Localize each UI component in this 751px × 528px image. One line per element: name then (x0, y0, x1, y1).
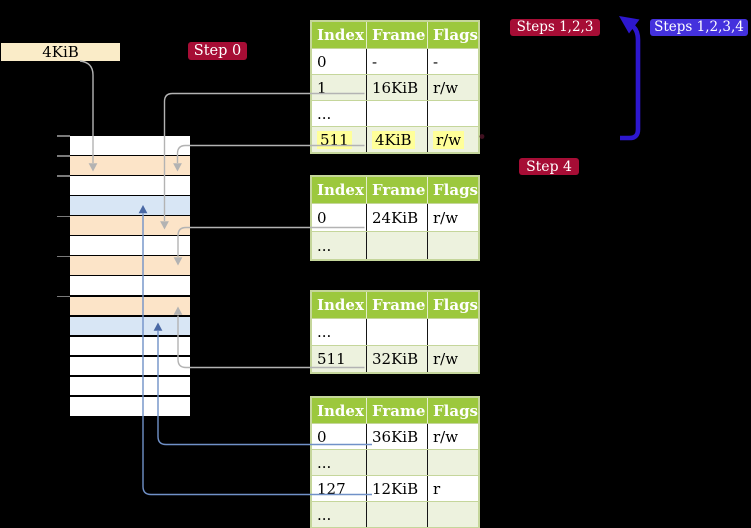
table-4-row-ellipsis: ... (312, 449, 478, 475)
index-cell: ... (317, 104, 332, 123)
pointer-dot-table1-entry511 (479, 134, 485, 139)
index-cell: 0 (317, 427, 327, 446)
index-cell: ... (317, 505, 332, 524)
memory-frame-row-11-white (70, 356, 190, 376)
memory-frame-row-0-white (70, 136, 190, 155)
memory-frame-row-8-peach (70, 296, 190, 316)
big-steps-arrowhead (619, 16, 640, 34)
flags-cell: r/w (427, 424, 478, 449)
table-4-row-ellipsis: ... (312, 501, 478, 527)
column-header-frame: Frame (366, 292, 427, 318)
memory-frame-row-6-peach (70, 256, 190, 275)
memory-frame-row-7-white (70, 276, 190, 296)
memory-boundary-tick (57, 215, 70, 217)
index-cell: 1 (317, 78, 327, 97)
frame-cell: 36KiB (366, 424, 427, 449)
frame-cell (366, 101, 427, 126)
table-1-row-0: 0 -- (312, 48, 478, 74)
index-cell: 0 (317, 52, 327, 71)
column-header-frame: Frame (366, 398, 427, 423)
frame-cell (366, 319, 427, 345)
step4-badge: Step 4 (519, 158, 579, 175)
memory-frame-row-4-peach (70, 216, 190, 235)
frame-cell (366, 450, 427, 475)
frame-cell: 16KiB (366, 75, 427, 100)
column-header-index: Index (317, 401, 364, 420)
memory-frame-row-5-white (70, 236, 190, 255)
memory-boundary-tick (57, 155, 70, 157)
memory-frame-row-9-blue (70, 316, 190, 336)
table-1-row-ellipsis: ... (312, 100, 478, 126)
flags-cell: r/w (427, 346, 478, 372)
flags-cell: r/w (427, 127, 478, 152)
memory-boundary-tick (57, 175, 70, 177)
flags-cell: r/w (427, 75, 478, 100)
frame-4kib-label: 4KiB (1, 43, 120, 61)
flags-cell: r (427, 476, 478, 501)
column-header-index: Index (317, 181, 364, 199)
memory-frame-row-12-white (70, 376, 190, 396)
flags-cell (427, 101, 478, 126)
column-header-frame: Frame (366, 177, 427, 203)
index-cell: 0 (317, 208, 327, 227)
flags-cell (427, 232, 478, 259)
index-cell: 127 (317, 479, 346, 498)
memory-frame-row-10-white (70, 336, 190, 356)
memory-frame-row-1-peach (70, 156, 190, 175)
step0-badge: Step 0 (188, 42, 247, 60)
table-3-row-ellipsis: ... (312, 318, 478, 345)
flags-cell (427, 319, 478, 345)
flags-cell: r/w (427, 204, 478, 231)
flags-cell (427, 450, 478, 475)
memory-frame-row-13-white (70, 396, 190, 416)
column-header-flags: Flags (427, 22, 478, 48)
memory-frame-row-2-white (70, 176, 190, 195)
steps-1234-badge: Steps 1,2,3,4 (650, 19, 748, 36)
column-header-index: Index (317, 26, 364, 44)
frame-cell: 12KiB (366, 476, 427, 501)
frame-cell: - (366, 49, 427, 74)
column-header-flags: Flags (427, 177, 478, 203)
index-cell: 511 (317, 350, 346, 368)
index-cell: ... (317, 323, 332, 341)
column-header-flags: Flags (427, 292, 478, 318)
index-cell: 511 (312, 127, 366, 152)
steps-123-badge: Steps 1,2,3 (510, 19, 600, 36)
frame-cell (366, 232, 427, 259)
frame-cell (366, 502, 427, 527)
flags-cell (427, 502, 478, 527)
table-2-row-ellipsis: ... (312, 231, 478, 259)
index-cell: ... (317, 236, 332, 255)
column-header-index: Index (317, 296, 364, 314)
frame-cell: 32KiB (366, 346, 427, 372)
column-header-frame: Frame (366, 22, 427, 48)
column-header-flags: Flags (427, 398, 478, 423)
big-steps-arrow (620, 23, 641, 141)
index-cell: ... (317, 453, 332, 472)
memory-frame-row-3-blue (70, 196, 190, 215)
memory-boundary-tick (57, 135, 70, 137)
flags-cell: - (427, 49, 478, 74)
memory-boundary-tick (57, 255, 70, 258)
frame-cell: 24KiB (366, 204, 427, 231)
frame-cell: 4KiB (366, 127, 427, 152)
memory-boundary-tick (57, 295, 70, 298)
